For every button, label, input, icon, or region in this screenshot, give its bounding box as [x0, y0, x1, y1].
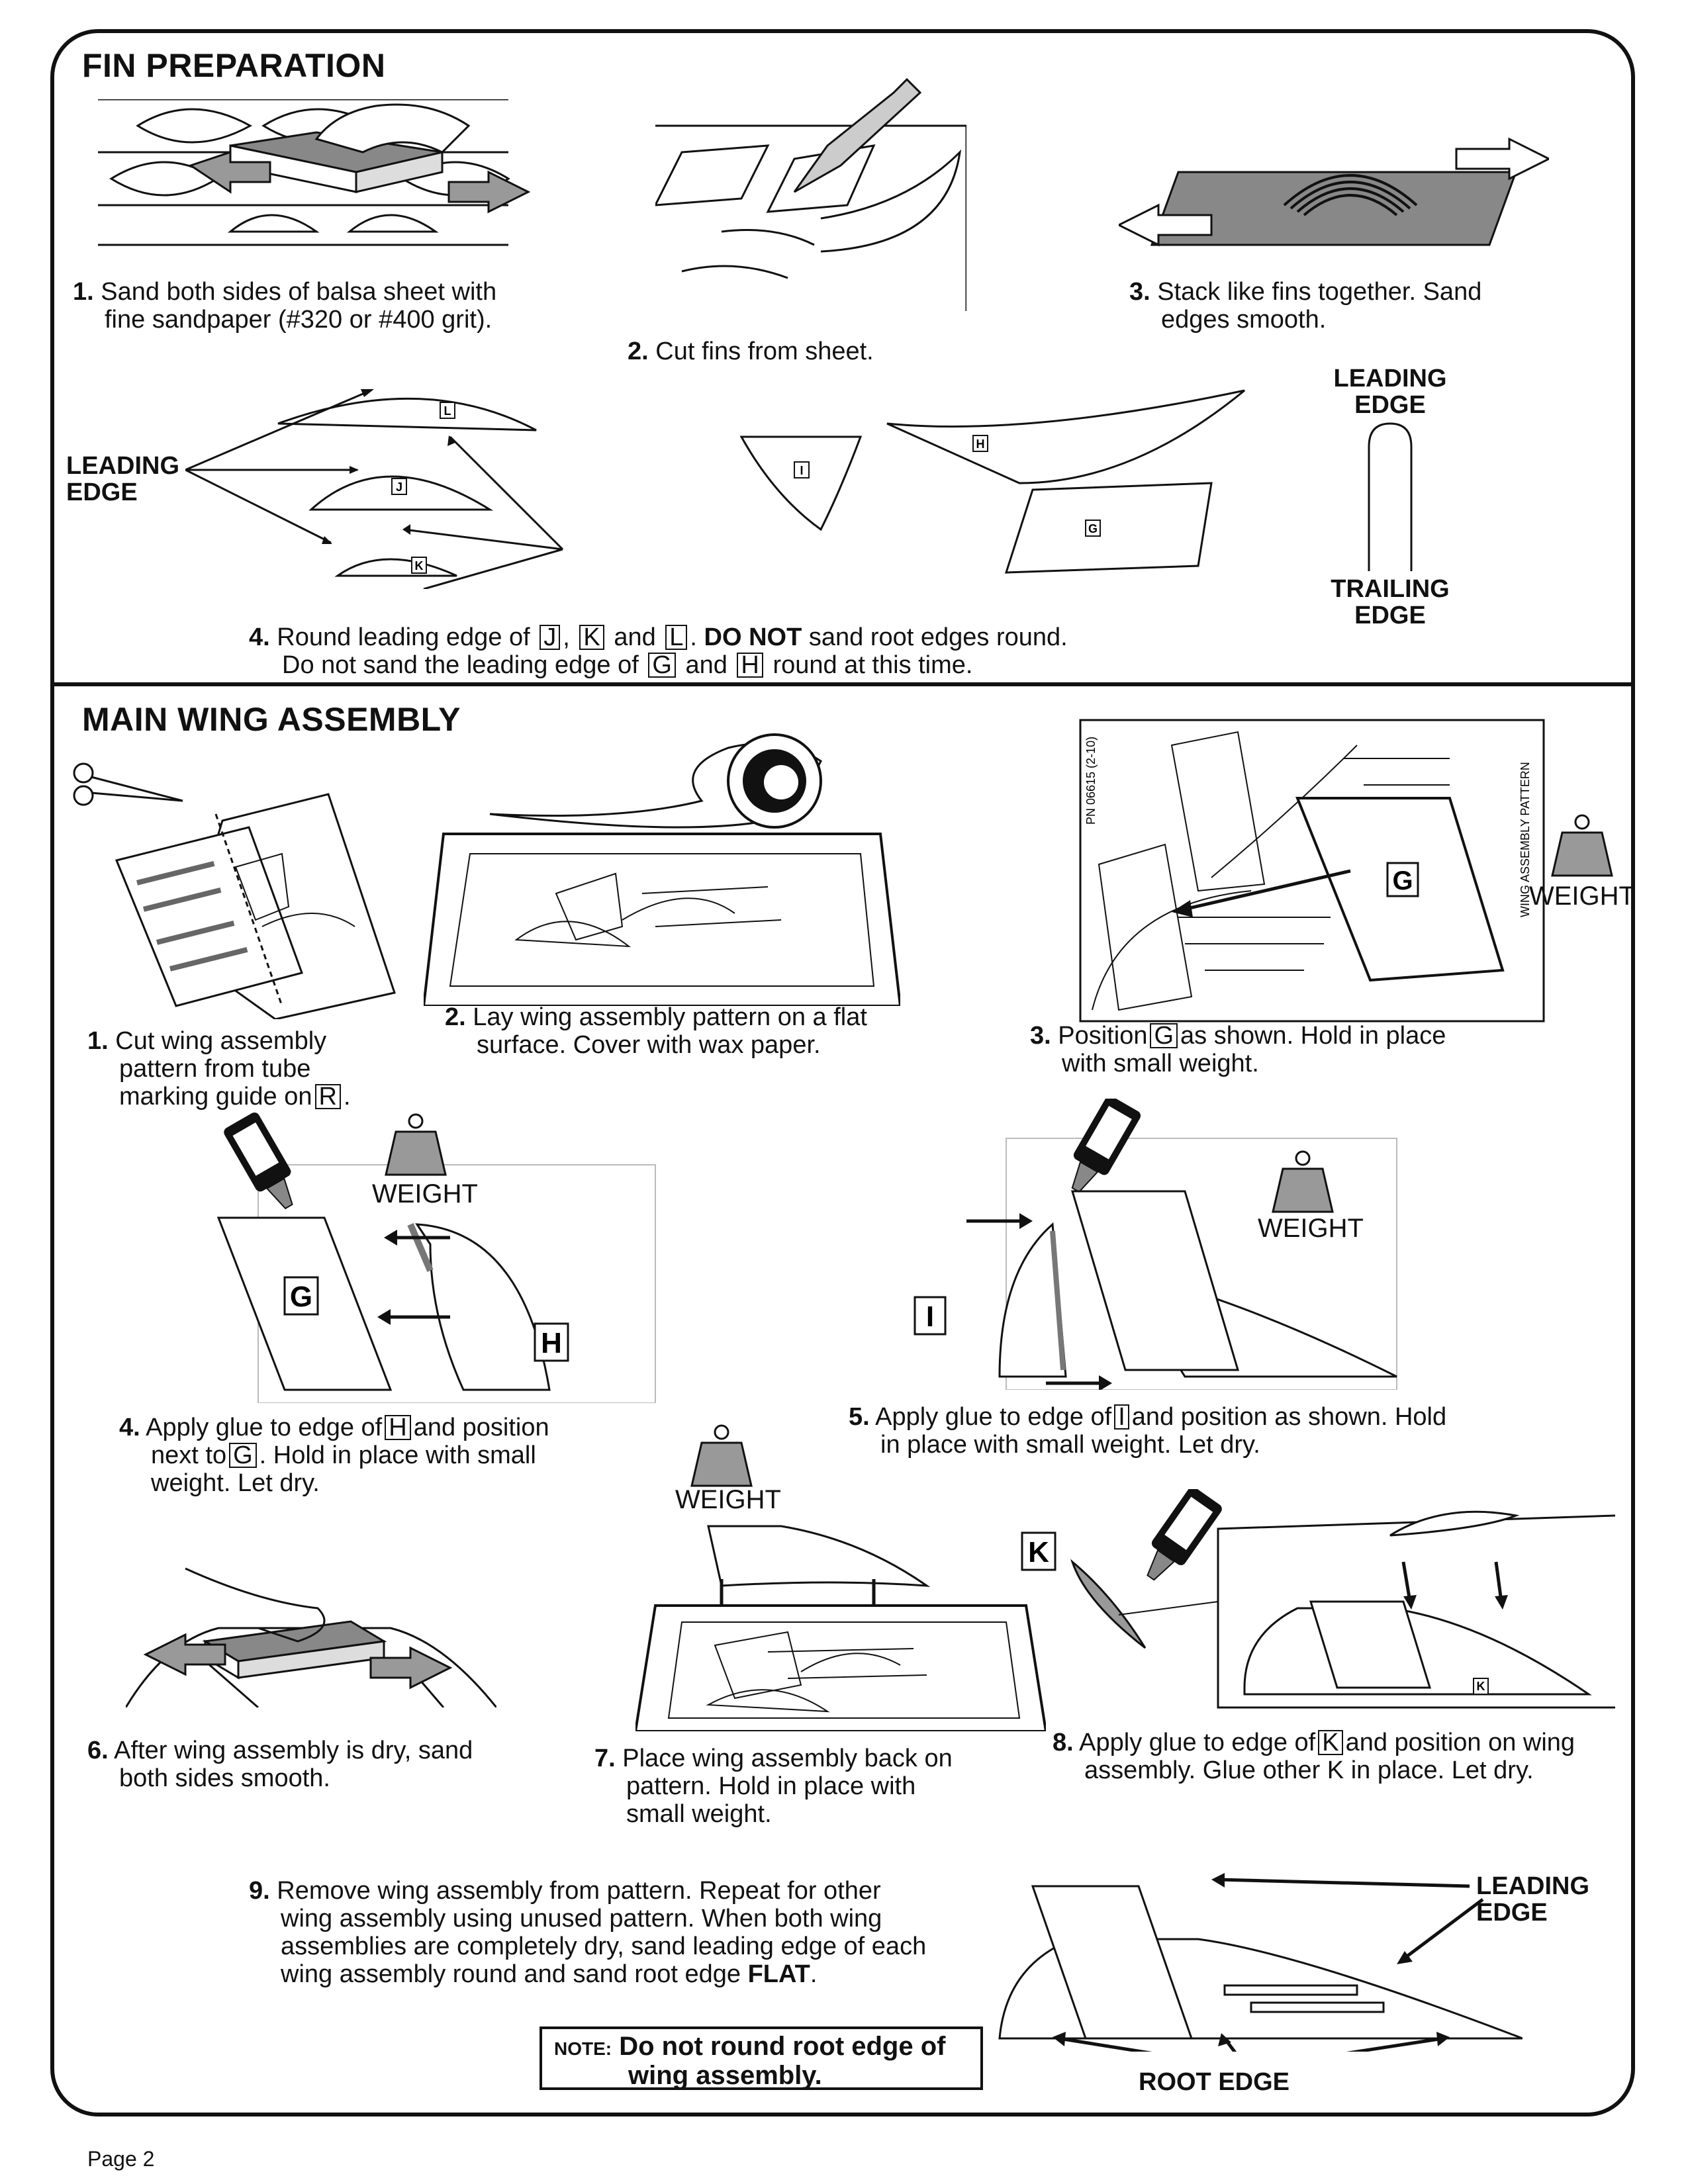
- weight-icon-step5: [1272, 1150, 1334, 1213]
- fin-letter-H: H: [976, 437, 985, 451]
- wing-step-6: 6. After wing assembly is dry, sand both…: [87, 1737, 473, 1792]
- fig-sand-assembly: [126, 1567, 496, 1707]
- fin-step-2: 2. Cut fins from sheet.: [628, 338, 874, 365]
- fin-step-3: 3. Stack like fins together. Sand edges …: [1129, 278, 1482, 334]
- fin-step-4: 4. Round leading edge of J, K and L. DO …: [249, 623, 1068, 679]
- fig-glue-k: K K: [1021, 1489, 1615, 1709]
- page-number: Page 2: [87, 2147, 155, 2171]
- piece-letter-h-step4: H: [541, 1327, 562, 1359]
- fig-edge-profile: [1368, 422, 1413, 571]
- fig-place-on-pattern: [635, 1525, 1046, 1731]
- fin-preparation-heading: FIN PREPARATION: [82, 47, 386, 84]
- piece-letter-g: G: [1392, 866, 1413, 895]
- weight-icon-step4: [385, 1113, 447, 1176]
- section-divider: [50, 682, 1635, 686]
- weight-icon: [1551, 814, 1613, 877]
- wing-step-2: 2. Lay wing assembly pattern on a flat s…: [445, 1003, 867, 1059]
- note-box: NOTE: Do not round root edge of wing ass…: [539, 2026, 983, 2090]
- fin-letter-L: L: [444, 404, 451, 418]
- fin-letter-J: J: [396, 480, 402, 494]
- fig-sand-balsa-sheet: [98, 99, 531, 246]
- fin-letter-G: G: [1088, 522, 1098, 535]
- fig-cut-pattern: [73, 762, 396, 1019]
- weight-label-step7: WEIGHT: [675, 1485, 781, 1514]
- fig-fins-ljk: L J K: [185, 389, 564, 589]
- page-frame: [50, 29, 1635, 2116]
- weight-label-step4: WEIGHT: [372, 1179, 478, 1208]
- fig-finished-assembly: [998, 1873, 1523, 2052]
- fig-glue-i: I: [914, 1099, 1397, 1390]
- wing-step-7: 7. Place wing assembly back on pattern. …: [594, 1745, 953, 1828]
- weight-icon-step7: [690, 1424, 753, 1487]
- fig-stack-fins: [1119, 137, 1549, 247]
- weight-label-step5: WEIGHT: [1258, 1214, 1364, 1243]
- wing-step-1: 1. Cut wing assembly pattern from tube m…: [87, 1027, 351, 1111]
- piece-letter-k-small: K: [1477, 1680, 1485, 1693]
- fin-step-1: 1. Sand both sides of balsa sheet with f…: [73, 278, 497, 334]
- fin-letter-K: K: [415, 559, 424, 572]
- fig-wax-paper: [424, 733, 900, 1006]
- fig-fins-ihg: I H G: [739, 389, 1245, 574]
- fig-cut-fins: [655, 77, 966, 311]
- main-wing-heading: MAIN WING ASSEMBLY: [82, 701, 461, 738]
- root-edge-label: ROOT EDGE: [1139, 2068, 1290, 2096]
- piece-letter-i-step5: I: [926, 1300, 934, 1333]
- fin-letter-I: I: [800, 464, 803, 477]
- piece-letter-k-step8: K: [1028, 1536, 1049, 1569]
- pattern-title-label: WING ASSEMBLY PATTERN: [1519, 762, 1532, 917]
- fig-position-g: PN 06615 (2-10) WING ASSEMBLY PATTERN G: [1079, 719, 1545, 1023]
- piece-letter-g-step4: G: [290, 1281, 312, 1313]
- pattern-code-label: PN 06615 (2-10): [1084, 737, 1098, 825]
- weight-label: WEIGHT: [1529, 882, 1635, 911]
- fig-glue-h: G H: [216, 1112, 656, 1403]
- wing-step-9: 9. Remove wing assembly from pattern. Re…: [249, 1877, 927, 1988]
